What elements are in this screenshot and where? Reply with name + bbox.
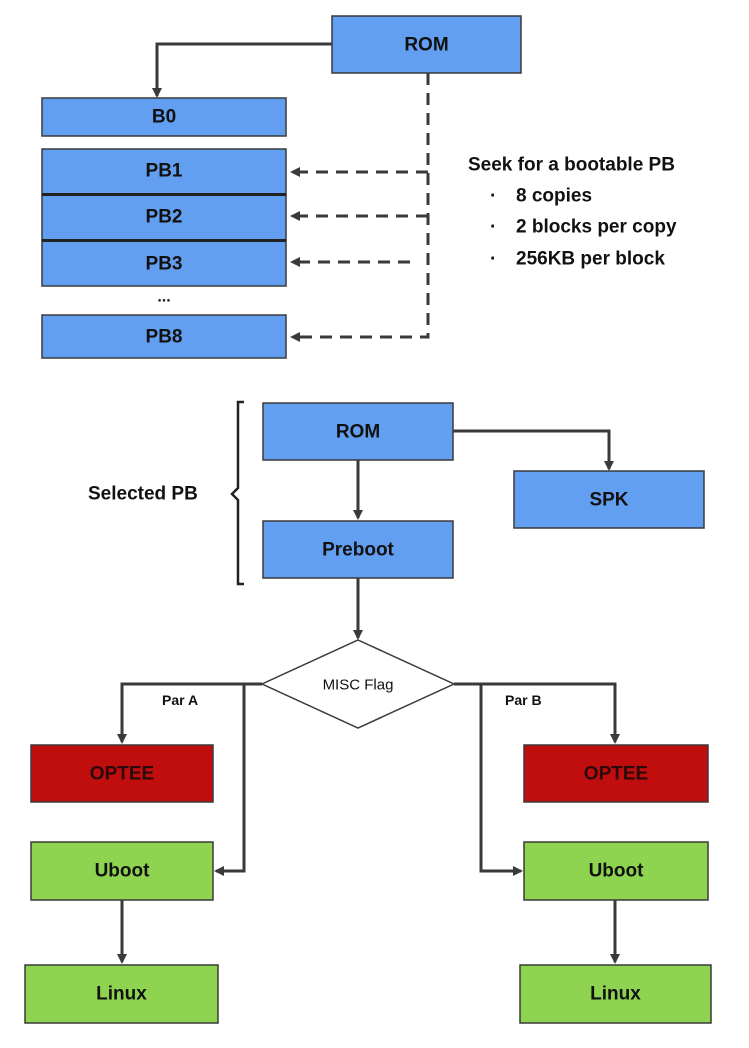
seek-bullet: ·: [490, 217, 496, 238]
top-rom-label: ROM: [404, 35, 448, 56]
right-linux-node: Linux: [519, 964, 712, 1024]
arrow-flag-to-right-optee: [454, 682, 620, 744]
left-optee-label: OPTEE: [90, 764, 154, 785]
spk-label: SPK: [589, 490, 628, 511]
arrow-rom-to-b0: [152, 42, 332, 98]
right-uboot-node: Uboot: [523, 841, 709, 901]
arrow-flag-to-right-uboot: [479, 684, 523, 876]
arrow-rom-to-spk: [453, 429, 614, 471]
pb2-node: PB2: [41, 194, 287, 241]
right-optee-label: OPTEE: [584, 764, 648, 785]
pb3-label: PB3: [146, 254, 183, 275]
seek-item: 8 copies: [516, 186, 592, 207]
pb8-node: PB8: [41, 314, 287, 359]
seek-bullet: ·: [490, 249, 496, 270]
selected-rom-label: ROM: [336, 422, 380, 443]
pb2-label: PB2: [146, 207, 183, 228]
b0-label: B0: [152, 107, 176, 128]
left-uboot-node: Uboot: [30, 841, 214, 901]
par-a-label: Par A: [162, 692, 198, 708]
misc-flag-label: MISC Flag: [323, 677, 394, 694]
selected-pb-brace: [230, 400, 244, 586]
seek-item: 2 blocks per copy: [516, 217, 677, 238]
selected-rom-node: ROM: [262, 402, 454, 461]
preboot-label: Preboot: [322, 540, 394, 561]
arrow-flag-to-left-optee: [117, 682, 262, 744]
left-linux-node: Linux: [24, 964, 219, 1024]
right-linux-label: Linux: [590, 984, 641, 1005]
pb3-node: PB3: [41, 240, 287, 287]
right-uboot-label: Uboot: [589, 861, 645, 882]
left-uboot-label: Uboot: [95, 861, 151, 882]
seek-title: Seek for a bootable PB: [468, 155, 675, 176]
selected-pb-label: Selected PB: [88, 484, 198, 505]
b0-node: B0: [41, 97, 287, 137]
pb-ellipsis: ...: [157, 289, 170, 306]
pb1-label: PB1: [146, 161, 183, 182]
pb1-node: PB1: [41, 148, 287, 195]
par-b-label: Par B: [505, 692, 542, 708]
left-optee-node: OPTEE: [30, 744, 214, 803]
left-linux-label: Linux: [96, 984, 147, 1005]
seek-item: 256KB per block: [516, 249, 665, 270]
top-rom-node: ROM: [331, 15, 522, 74]
pb8-label: PB8: [146, 327, 183, 348]
dashed-arrow-pb8: [290, 73, 430, 342]
preboot-node: Preboot: [262, 520, 454, 579]
arrow-flag-to-left-uboot: [214, 684, 246, 876]
seek-bullet: ·: [490, 186, 496, 207]
spk-node: SPK: [513, 470, 705, 529]
right-optee-node: OPTEE: [523, 744, 709, 803]
misc-flag-decision: MISC Flag: [260, 639, 456, 729]
